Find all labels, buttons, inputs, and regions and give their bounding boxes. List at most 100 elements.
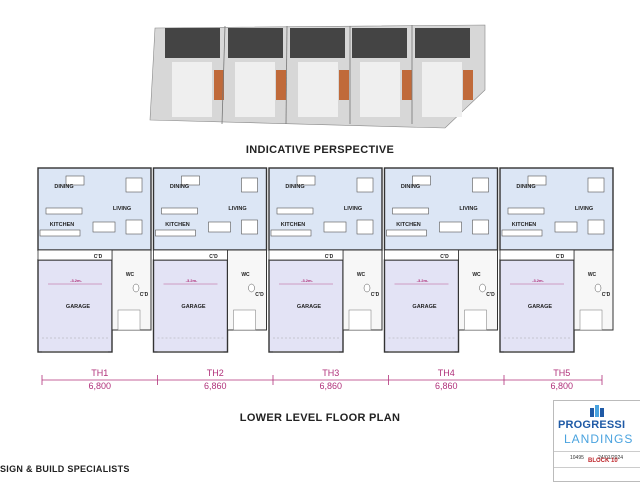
garage-dim-label: -3.2m-: [532, 278, 544, 283]
block-label: BLOCK 10: [588, 458, 618, 464]
logo-icon: [590, 405, 604, 417]
dining-table: [296, 175, 316, 186]
toilet-icon: [248, 283, 255, 293]
sofa: [125, 177, 143, 193]
kitchen-label: KITCHEN: [281, 222, 305, 228]
kitchen-counter: [270, 229, 312, 237]
logo-line1: PROGRESSI: [558, 419, 626, 431]
cupboard-label: C'D: [255, 292, 264, 298]
entry-stair: [579, 309, 603, 331]
cupboard-label: C'D: [440, 254, 449, 260]
perspective-heading: INDICATIVE PERSPECTIVE: [245, 144, 395, 156]
lobby-strip: [268, 249, 344, 261]
unit-name-label: TH2: [207, 368, 224, 378]
cupboard-label: C'D: [602, 292, 611, 298]
sofa: [241, 219, 258, 235]
kitchen-bench: [276, 207, 314, 215]
wc-label: WC: [588, 272, 597, 278]
garage-label: GARAGE: [528, 304, 552, 310]
wc-label: WC: [357, 272, 366, 278]
sofa: [323, 221, 347, 233]
kitchen-counter: [39, 229, 81, 237]
sofa: [356, 219, 374, 235]
cupboard-label: C'D: [486, 292, 495, 298]
entry-stair: [117, 309, 141, 331]
unit-width-label: 6,860: [435, 381, 458, 391]
dining-table: [527, 175, 547, 186]
dining-label: DINING: [54, 184, 73, 190]
kitchen-counter: [501, 229, 543, 237]
unit-name-label: TH1: [91, 368, 108, 378]
unit-width-label: 6,800: [88, 381, 111, 391]
floor-plan-heading: LOWER LEVEL FLOOR PLAN: [239, 412, 401, 424]
job-number: 10495: [570, 455, 584, 461]
living-label: LIVING: [575, 206, 593, 212]
cupboard-label: C'D: [209, 254, 218, 260]
lobby-strip: [384, 249, 459, 261]
dining-label: DINING: [285, 184, 304, 190]
toilet-icon: [479, 283, 486, 293]
dining-label: DINING: [170, 184, 189, 190]
toilet-icon: [594, 283, 602, 293]
sofa: [554, 221, 578, 233]
living-label: LIVING: [113, 206, 131, 212]
dining-table: [65, 175, 85, 186]
sofa: [587, 177, 605, 193]
kitchen-bench: [161, 207, 198, 215]
kitchen-counter: [155, 229, 196, 237]
living-label: LIVING: [228, 206, 246, 212]
unit-name-label: TH5: [553, 368, 570, 378]
cupboard-label: C'D: [140, 292, 149, 298]
cupboard-label: C'D: [371, 292, 380, 298]
garage-label: GARAGE: [297, 304, 321, 310]
cupboard-label: C'D: [556, 254, 565, 260]
living-label: LIVING: [459, 206, 477, 212]
logo-line2: LANDINGS: [564, 432, 634, 446]
garage-label: GARAGE: [412, 304, 436, 310]
garage-dim-label: -3.2m-: [301, 278, 313, 283]
garage-dim-label: -3.2m-: [70, 278, 82, 283]
sofa: [208, 221, 231, 233]
footer-tagline: SIGN & BUILD SPECIALISTS: [0, 464, 130, 474]
garage-zone: [268, 259, 344, 353]
drawing-date: 24/01/2024: [598, 455, 624, 461]
garage-zone: [499, 259, 575, 353]
cupboard-label: C'D: [325, 254, 334, 260]
unit-width-label: 6,800: [550, 381, 573, 391]
lobby-strip: [499, 249, 575, 261]
entry-stair: [233, 309, 256, 331]
kitchen-label: KITCHEN: [165, 222, 189, 228]
kitchen-label: KITCHEN: [512, 222, 536, 228]
lower-level-floor-plan: DINING LIVING KITCHEN GARAGE C'D WC C'D -3.2m- D…: [37, 167, 614, 353]
kitchen-bench: [45, 207, 83, 215]
sofa: [439, 221, 462, 233]
garage-dim-label: -3.2m-: [417, 278, 429, 283]
unit-name-label: TH4: [438, 368, 455, 378]
sofa: [472, 177, 489, 193]
sofa: [92, 221, 116, 233]
wc-label: WC: [472, 272, 481, 278]
dining-table: [412, 175, 431, 186]
sofa: [241, 177, 258, 193]
indicative-perspective-render: [149, 24, 486, 129]
unit-width-label: 6,860: [319, 381, 342, 391]
lobby-strip: [37, 249, 113, 261]
entry-stair: [348, 309, 372, 331]
garage-label: GARAGE: [181, 304, 205, 310]
sofa: [587, 219, 605, 235]
kitchen-label: KITCHEN: [396, 222, 420, 228]
dining-table: [181, 175, 200, 186]
garage-zone: [37, 259, 113, 353]
unit-name-label: TH3: [322, 368, 339, 378]
cupboard-label: C'D: [94, 254, 103, 260]
sofa: [125, 219, 143, 235]
garage-label: GARAGE: [66, 304, 90, 310]
garage-dim-label: -3.2m-: [186, 278, 198, 283]
kitchen-bench: [392, 207, 429, 215]
